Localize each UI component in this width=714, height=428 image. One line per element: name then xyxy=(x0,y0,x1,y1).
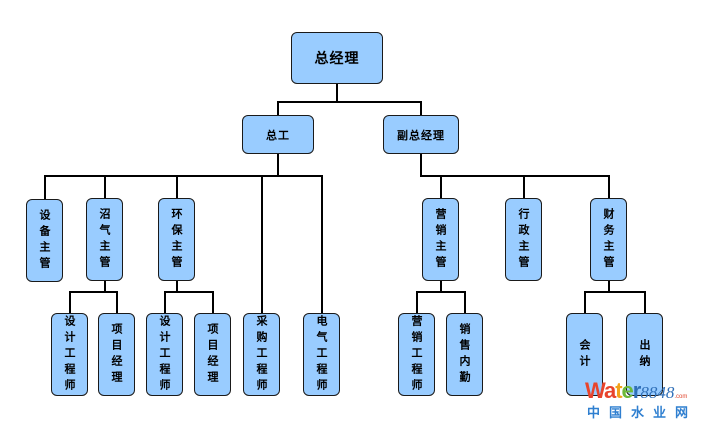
watermark-brand-letter: e xyxy=(621,378,634,403)
org-node-project-manager-1: 项目经理 xyxy=(98,313,135,396)
connector-gm-drop xyxy=(420,101,422,115)
connector-gm-bus xyxy=(277,101,422,103)
org-node-electrical-engineer: 电气工程师 xyxy=(303,313,340,396)
org-node-equipment-supervisor: 设备主管 xyxy=(26,199,63,282)
connector-env_supervisor-stem xyxy=(176,281,178,293)
org-node-label: 采购工程师 xyxy=(255,314,268,395)
org-node-design-engineer-1: 设计工程师 xyxy=(51,313,88,396)
org-node-label: 出纳 xyxy=(638,338,651,371)
org-node-gm: 总经理 xyxy=(291,32,383,84)
connector-deputy_gm-drop xyxy=(523,175,525,198)
connector-deputy_gm-drop xyxy=(608,175,610,198)
org-node-label: 设备主管 xyxy=(38,208,51,273)
org-node-env-supervisor: 环保主管 xyxy=(158,198,195,281)
watermark-logo: Water8848.com 中国水业网 xyxy=(585,378,714,426)
connector-deputy_gm-drop xyxy=(440,175,442,198)
org-node-design-engineer-2: 设计工程师 xyxy=(146,313,183,396)
connector-gm-stem xyxy=(336,84,338,103)
watermark-number: 8848 xyxy=(640,383,675,402)
org-node-label: 项目经理 xyxy=(206,322,219,387)
watermark-brand-letter: a xyxy=(603,378,616,403)
connector-biogas_supervisor-drop xyxy=(69,291,71,313)
connector-chief_engineer-drop xyxy=(104,175,106,198)
org-node-accountant: 会计 xyxy=(566,313,603,396)
connector-chief_engineer-drop xyxy=(321,175,323,313)
org-node-label: 副总经理 xyxy=(397,128,445,142)
org-node-label: 总工 xyxy=(266,128,290,142)
connector-biogas_supervisor-drop xyxy=(116,291,118,313)
org-node-label: 营销主管 xyxy=(434,207,447,272)
connector-env_supervisor-drop xyxy=(164,291,166,313)
connector-biogas_supervisor-bus xyxy=(69,291,118,293)
connector-env_supervisor-bus xyxy=(164,291,214,293)
watermark-brand-letter: W xyxy=(585,378,605,403)
org-node-label: 行政主管 xyxy=(517,207,530,272)
connector-deputy_gm-bus xyxy=(420,175,610,177)
connector-biogas_supervisor-stem xyxy=(104,281,106,293)
connector-chief_engineer-bus xyxy=(44,175,323,177)
org-node-finance-supervisor: 财务主管 xyxy=(590,198,627,281)
org-node-label: 营销工程师 xyxy=(410,314,423,395)
connector-chief_engineer-stem xyxy=(277,154,279,177)
connector-marketing_supervisor-drop xyxy=(464,291,466,313)
org-node-project-manager-2: 项目经理 xyxy=(194,313,231,396)
watermark-brand: Water xyxy=(585,378,642,403)
org-node-deputy-gm: 副总经理 xyxy=(383,115,459,154)
org-node-sales-clerk: 销售内勤 xyxy=(446,313,483,396)
org-node-label: 环保主管 xyxy=(170,207,183,272)
connector-chief_engineer-drop xyxy=(44,175,46,199)
org-node-label: 设计工程师 xyxy=(63,314,76,395)
connector-gm-drop xyxy=(277,101,279,115)
connector-finance_supervisor-bus xyxy=(584,291,646,293)
org-node-purchasing-engineer: 采购工程师 xyxy=(243,313,280,396)
connector-chief_engineer-drop xyxy=(176,175,178,198)
connector-finance_supervisor-drop xyxy=(584,291,586,313)
org-node-label: 项目经理 xyxy=(110,322,123,387)
connector-env_supervisor-drop xyxy=(212,291,214,313)
connector-deputy_gm-stem xyxy=(420,154,422,177)
org-node-marketing-supervisor: 营销主管 xyxy=(422,198,459,281)
org-node-label: 设计工程师 xyxy=(158,314,171,395)
watermark-suffix: .com xyxy=(674,394,688,400)
org-node-marketing-engineer: 营销工程师 xyxy=(398,313,435,396)
watermark-brand-letter: r xyxy=(632,378,642,403)
connector-finance_supervisor-stem xyxy=(608,281,610,293)
org-node-chief-engineer: 总工 xyxy=(242,115,314,154)
org-node-label: 财务主管 xyxy=(602,207,615,272)
org-node-label: 总经理 xyxy=(314,51,360,67)
org-node-admin-supervisor: 行政主管 xyxy=(505,198,542,281)
connector-marketing_supervisor-bus xyxy=(416,291,466,293)
connector-chief_engineer-drop xyxy=(261,175,263,313)
org-node-biogas-supervisor: 沼气主管 xyxy=(86,198,123,281)
org-node-cashier: 出纳 xyxy=(626,313,663,396)
org-node-label: 会计 xyxy=(578,338,591,371)
org-node-label: 沼气主管 xyxy=(98,207,111,272)
connector-marketing_supervisor-stem xyxy=(440,281,442,293)
connector-marketing_supervisor-drop xyxy=(416,291,418,313)
watermark-brand-letter: t xyxy=(615,378,622,403)
connector-finance_supervisor-drop xyxy=(644,291,646,313)
org-node-label: 电气工程师 xyxy=(315,314,328,395)
watermark-subtitle: 中国水业网 xyxy=(587,406,698,421)
org-node-label: 销售内勤 xyxy=(458,322,471,387)
